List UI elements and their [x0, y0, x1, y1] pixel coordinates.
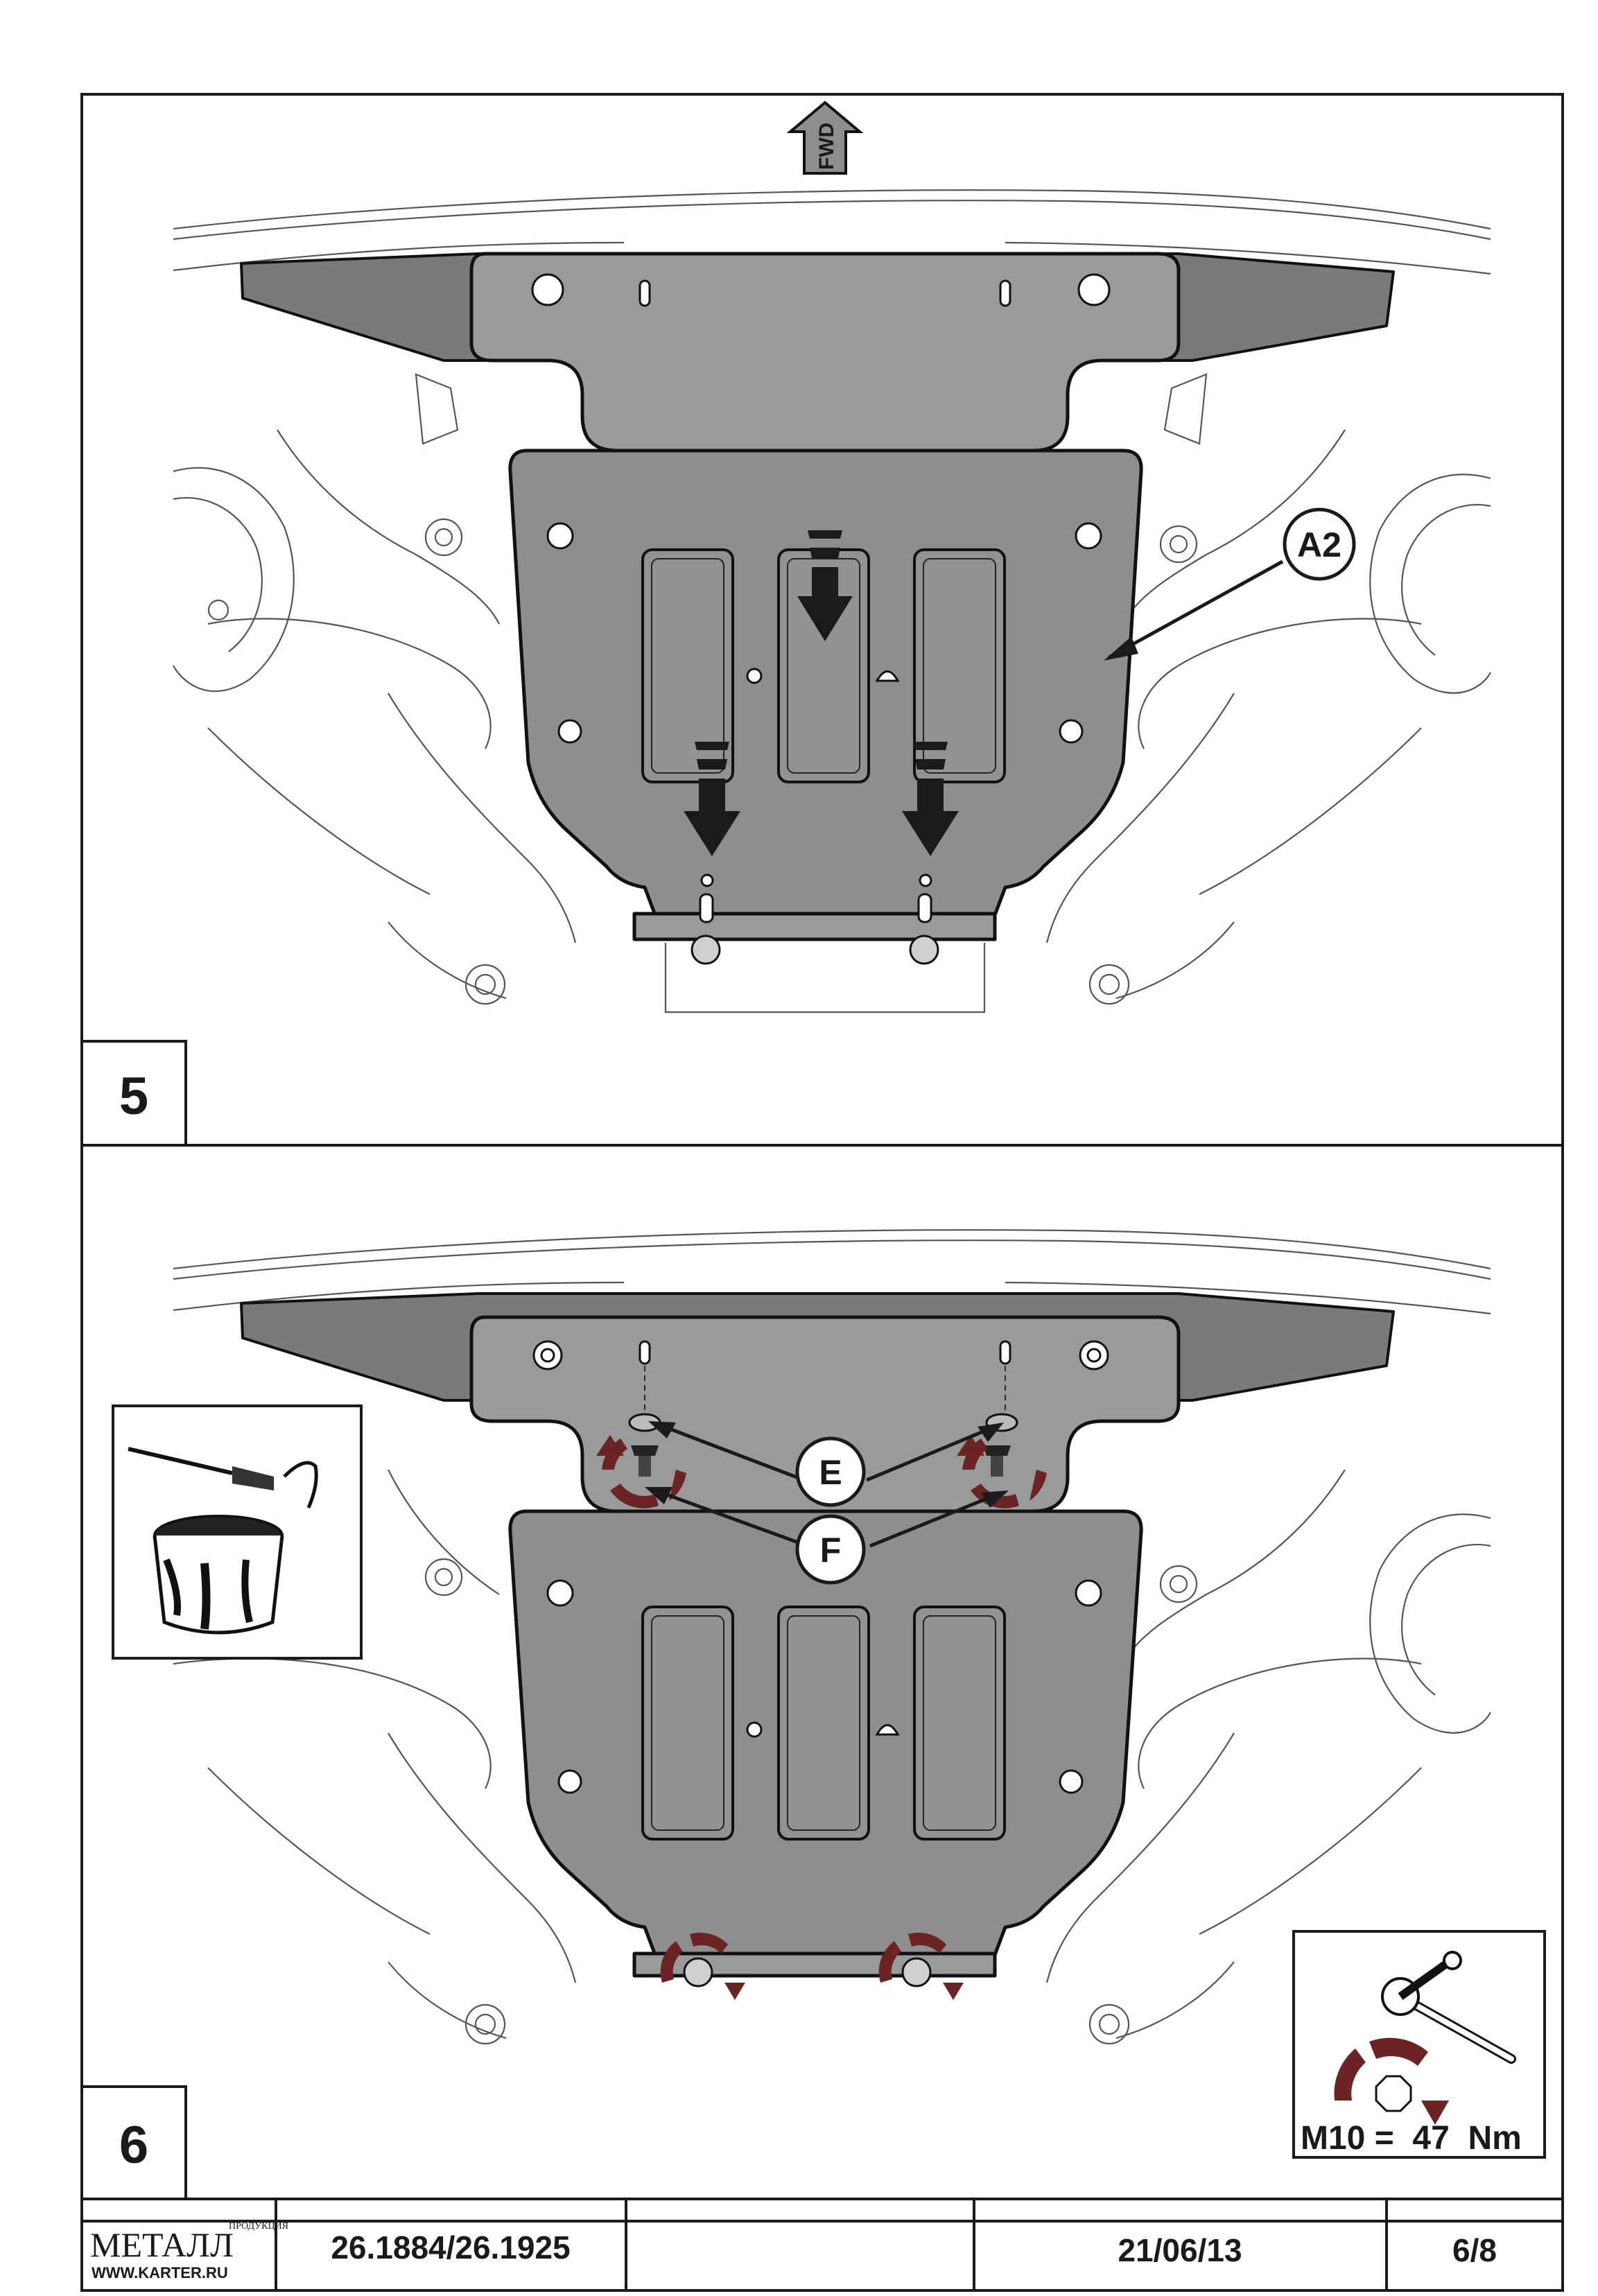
callout-a2-label: A2: [1297, 525, 1341, 564]
torque-spec-inset: M10 = 47 Nm: [1292, 1930, 1546, 2159]
torque-arrow-lower-right: [878, 1932, 964, 2000]
page-number: 6/8: [1452, 2232, 1497, 2268]
company-logo: МЕТАЛЛ ПРОДУКЦИЯ WWW.KARTER.RU: [90, 2221, 288, 2281]
paint-drip: [283, 1461, 318, 1508]
rear-bolt-right-5: [909, 934, 939, 965]
fwd-arrow-icon: FWD: [786, 101, 864, 175]
chassis-lineart-5: [173, 189, 1491, 1014]
panel-step-6: E F: [80, 1229, 1546, 2200]
chassis-lineart-6: [173, 1229, 1491, 2045]
logo-suffix: ПРОДУКЦИЯ: [229, 2221, 288, 2232]
callout-f-circle: [795, 1514, 866, 1585]
page-frame: [80, 93, 1564, 2223]
logo-text: МЕТАЛЛ: [90, 2225, 234, 2264]
rear-bolt-left-5: [691, 934, 721, 965]
fwd-label: FWD: [815, 123, 838, 170]
callout-a2-arrowhead: [1104, 636, 1138, 661]
skid-plate-upper-5: [469, 252, 1181, 453]
install-arrow-left: [684, 742, 740, 856]
torque-arrow-lower-left: [660, 1932, 745, 2000]
brush-head: [232, 1466, 274, 1490]
brush-handle: [128, 1447, 233, 1475]
bolt-left-6: [631, 1445, 659, 1477]
torque-arrow-upper-left: [596, 1435, 686, 1508]
step-number-5: 5: [119, 1067, 148, 1126]
install-arrow-right: [902, 742, 959, 856]
callout-f-label: F: [820, 1531, 842, 1569]
callout-e-label: E: [819, 1453, 842, 1492]
sealant-inset: [112, 1404, 363, 1660]
bolt-right-6: [983, 1445, 1011, 1477]
panel-step-5: FWD A2 5: [80, 101, 1491, 1147]
install-arrow-center: [797, 530, 853, 641]
callout-e-circle: [795, 1436, 866, 1507]
callout-a2-leader: [1108, 559, 1284, 659]
torque-direction-icon: [1334, 2037, 1449, 2125]
step-number-6: 6: [119, 2116, 148, 2175]
website-text: WWW.KARTER.RU: [92, 2264, 228, 2281]
part-number: 26.1884/26.1925: [331, 2229, 570, 2265]
title-block: МЕТАЛЛ ПРОДУКЦИЯ WWW.KARTER.RU 26.1884/2…: [80, 2198, 1564, 2292]
torque-spec-label: M10 = 47 Nm: [1301, 2120, 1522, 2157]
step-box-5: [80, 1040, 187, 1147]
date-field: 21/06/13: [1118, 2232, 1242, 2268]
callout-a2-circle: [1283, 507, 1356, 581]
skid-plate-rear-lip-5: [632, 912, 997, 941]
wrench-icon: [1381, 1951, 1516, 2064]
